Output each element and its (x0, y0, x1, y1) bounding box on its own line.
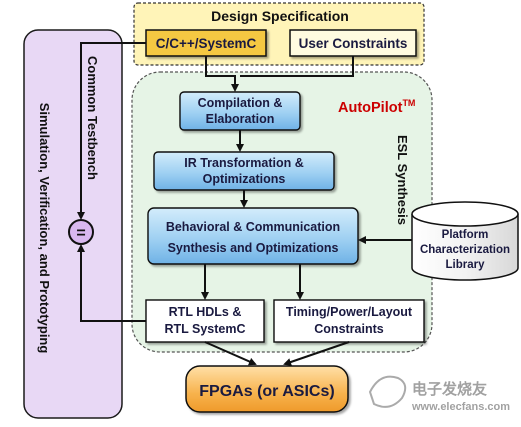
fpga-target: FPGAs (or ASICs) (185, 365, 349, 413)
rtl-output-box: RTL HDLs & RTL SystemC (145, 299, 265, 343)
flow-arrows (77, 42, 412, 366)
arrow-user-constraints (240, 56, 354, 77)
watermark-logo-icon (368, 375, 407, 408)
behavioral-synthesis-step: Behavioral & Communication Synthesis and… (147, 207, 359, 265)
c-input-box: C/C++/SystemC (156, 36, 257, 51)
equals-symbol: = (76, 225, 85, 242)
watermark-cn-text: 电子发烧友 (412, 380, 487, 398)
behavioral-line1: Behavioral & Communication (166, 220, 340, 234)
behavioral-line2: Synthesis and Optimizations (168, 241, 339, 255)
compilation-step: Compilation & Elaboration (179, 91, 301, 131)
user-constraints-box: User Constraints (299, 36, 408, 51)
ir-transformation-step: IR Transformation & Optimizations (153, 151, 335, 191)
trademark-mark: TM (402, 98, 415, 108)
watermark: 电子发烧友 www.elecfans.com (368, 375, 510, 413)
timing-constraints-box: Timing/Power/Layout Constraints (273, 299, 425, 343)
timing-line1: Timing/Power/Layout (286, 305, 413, 319)
library-line1: Platform (442, 229, 489, 241)
arrow-timing-to-fpga (283, 341, 350, 366)
compilation-line1: Compilation & (198, 96, 283, 110)
watermark-url: www.elecfans.com (411, 401, 510, 413)
ir-line2: Optimizations (203, 172, 286, 186)
rtl-line2: RTL SystemC (164, 322, 245, 336)
library-line2: Characterization (420, 244, 510, 256)
simulation-label: Simulation, Verification, and Prototypin… (37, 103, 52, 354)
platform-library-cylinder: Platform Characterization Library (411, 201, 519, 281)
esl-synthesis-label: ESL Synthesis (395, 135, 410, 225)
rtl-line1: RTL HDLs & (169, 305, 242, 319)
testbench-line-top (77, 42, 146, 220)
autopilot-title: AutoPilotTM (338, 98, 415, 116)
arrow-c-to-compilation (205, 56, 239, 92)
common-testbench-label: Common Testbench (85, 56, 100, 180)
ir-line1: IR Transformation & (184, 156, 303, 170)
library-line3: Library (446, 259, 486, 271)
arrow-rtl-to-fpga (204, 341, 257, 366)
compilation-line2: Elaboration (206, 112, 275, 126)
fpga-label: FPGAs (or ASICs) (199, 383, 334, 400)
equals-node: = (68, 219, 94, 245)
design-spec-title: Design Specification (211, 8, 349, 24)
design-specification-panel: Design Specification C/C++/SystemC User … (133, 2, 425, 66)
timing-line2: Constraints (314, 322, 384, 336)
testbench-line-bottom (77, 244, 146, 322)
